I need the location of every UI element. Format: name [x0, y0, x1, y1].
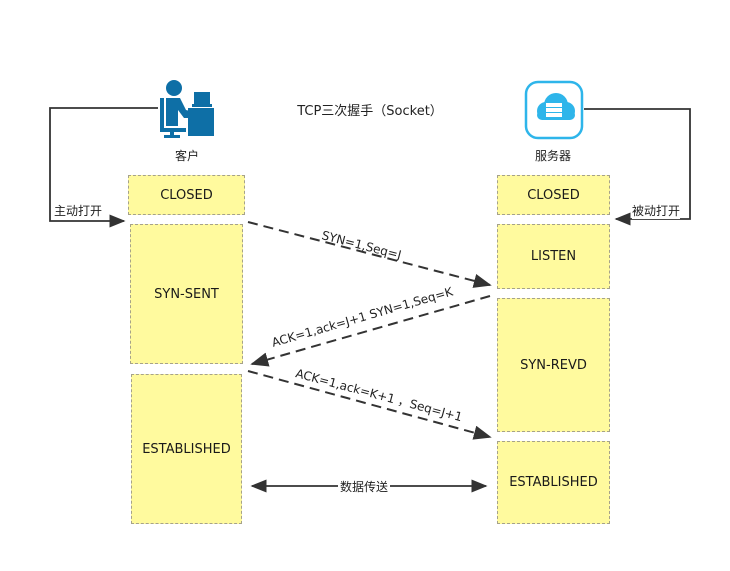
message-arrow-syn	[247, 221, 492, 288]
client-state-syn-sent: SYN-SENT	[130, 224, 243, 364]
diagram-title: TCP三次握手（Socket）	[297, 104, 443, 119]
state-label: LISTEN	[530, 249, 577, 264]
client-label: 客户	[174, 149, 199, 163]
state-label: SYN-SENT	[154, 286, 219, 302]
server-passive-open-label: 被动打开	[632, 202, 681, 219]
cloud-server-icon	[524, 80, 584, 140]
server-state-closed: CLOSED	[497, 175, 610, 215]
server-open-connector	[584, 108, 691, 226]
client-state-established: ESTABLISHED	[131, 374, 242, 524]
state-label: CLOSED	[160, 187, 213, 203]
client-active-open-label: 主动打开	[54, 202, 103, 219]
state-label: SYN-REVD	[520, 357, 587, 373]
client-open-connector	[49, 107, 158, 228]
server-state-established: ESTABLISHED	[497, 441, 610, 524]
state-label: ESTABLISHED	[509, 475, 598, 490]
state-label: CLOSED	[527, 187, 580, 203]
person-at-computer-icon	[158, 78, 216, 138]
message-arrow-syn-ack	[250, 295, 491, 367]
server-state-syn-revd: SYN-REVD	[497, 298, 610, 432]
data-transfer-label: 数据传送	[338, 478, 391, 495]
server-label: 服务器	[534, 149, 571, 163]
server-state-listen: LISTEN	[497, 224, 610, 289]
state-label: ESTABLISHED	[142, 441, 231, 457]
client-state-closed: CLOSED	[128, 175, 245, 215]
message-arrow-ack	[247, 370, 492, 440]
